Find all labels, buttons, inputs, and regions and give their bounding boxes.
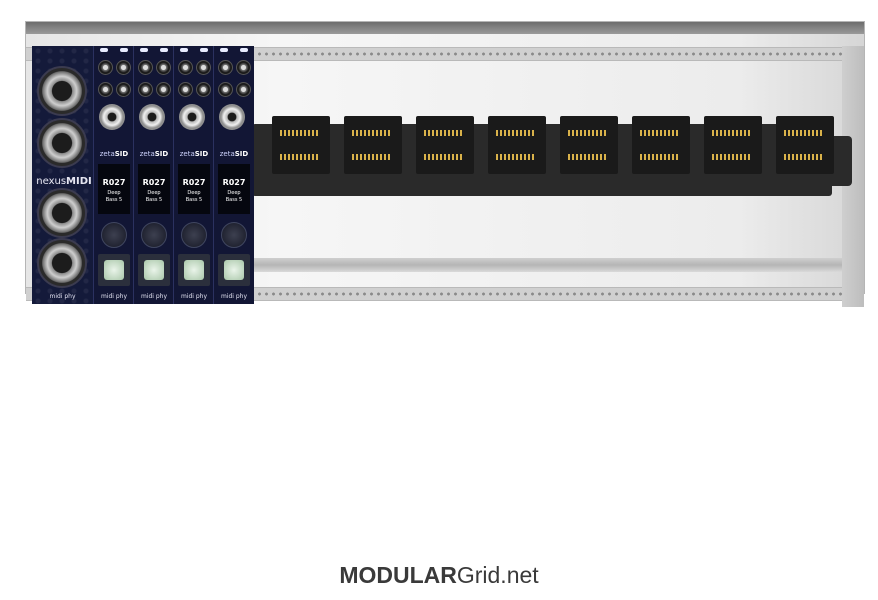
power-bus-board xyxy=(252,116,852,196)
led-icon xyxy=(100,48,108,52)
trimmer-knob[interactable] xyxy=(218,82,233,97)
bus-connector xyxy=(272,116,330,174)
patch-name-line1: Deep xyxy=(187,190,201,196)
bus-connector xyxy=(416,116,474,174)
rail-bar xyxy=(252,258,852,272)
led-icon xyxy=(120,48,128,52)
maker-label: midi phy xyxy=(140,293,168,300)
case-interior: nexusMIDI midi phy zetaSID R027 Deep Bas… xyxy=(26,34,864,307)
trimmer-knob[interactable] xyxy=(196,60,211,75)
patch-name-line2: Bass 5 xyxy=(105,197,123,203)
patch-number: R027 xyxy=(222,178,246,187)
bus-connector xyxy=(704,116,762,174)
module-zetasid[interactable]: zetaSID R027 Deep Bass 5 midi phy xyxy=(173,46,214,304)
led-icon xyxy=(220,48,228,52)
patch-name-line1: Deep xyxy=(147,190,161,196)
modulargrid-logo: MODULARGrid.net xyxy=(339,562,539,588)
midi-jack-icon[interactable] xyxy=(37,238,87,288)
audio-jack-icon[interactable] xyxy=(219,104,245,130)
push-button[interactable] xyxy=(98,254,130,286)
bus-connector xyxy=(632,116,690,174)
push-button[interactable] xyxy=(218,254,250,286)
bus-board-tab xyxy=(830,136,852,186)
module-nexusmidi[interactable]: nexusMIDI midi phy xyxy=(32,46,93,304)
oled-display: R027 Deep Bass 5 xyxy=(218,164,250,214)
midi-jack-icon[interactable] xyxy=(37,66,87,116)
patch-number: R027 xyxy=(102,178,126,187)
trimmer-knob[interactable] xyxy=(196,82,211,97)
led-icon xyxy=(200,48,208,52)
maker-label: midi phy xyxy=(180,293,208,300)
trimmer-knob[interactable] xyxy=(236,82,251,97)
module-name: zetaSID xyxy=(99,150,129,158)
led-icon xyxy=(160,48,168,52)
audio-jack-icon[interactable] xyxy=(99,104,125,130)
patch-name-line1: Deep xyxy=(227,190,241,196)
trimmer-knob[interactable] xyxy=(218,60,233,75)
patch-number: R027 xyxy=(142,178,166,187)
trimmer-knob[interactable] xyxy=(178,82,193,97)
maker-label: midi phy xyxy=(100,293,128,300)
trimmer-knob[interactable] xyxy=(236,60,251,75)
trimmer-knob[interactable] xyxy=(156,82,171,97)
bus-connector xyxy=(560,116,618,174)
trimmer-knob[interactable] xyxy=(116,82,131,97)
module-zetasid[interactable]: zetaSID R027 Deep Bass 5 midi phy xyxy=(93,46,134,304)
maker-label: midi phy xyxy=(49,293,76,300)
led-icon xyxy=(140,48,148,52)
module-zetasid[interactable]: zetaSID R027 Deep Bass 5 midi phy xyxy=(133,46,174,304)
encoder-knob[interactable] xyxy=(181,222,207,248)
push-button[interactable] xyxy=(138,254,170,286)
module-name: zetaSID xyxy=(139,150,169,158)
eurorack-case: nexusMIDI midi phy zetaSID R027 Deep Bas… xyxy=(25,21,865,307)
case-side-panel xyxy=(842,46,864,307)
audio-jack-icon[interactable] xyxy=(179,104,205,130)
audio-jack-icon[interactable] xyxy=(139,104,165,130)
bus-connector xyxy=(488,116,546,174)
trimmer-knob[interactable] xyxy=(138,60,153,75)
case-top-edge xyxy=(26,22,864,34)
bus-connector xyxy=(776,116,834,174)
module-zetasid[interactable]: zetaSID R027 Deep Bass 5 midi phy xyxy=(213,46,254,304)
bus-connector xyxy=(344,116,402,174)
led-icon xyxy=(240,48,248,52)
trimmer-knob[interactable] xyxy=(98,60,113,75)
oled-display: R027 Deep Bass 5 xyxy=(178,164,210,214)
midi-jack-icon[interactable] xyxy=(37,118,87,168)
patch-name-line2: Bass 5 xyxy=(225,197,243,203)
midi-jack-icon[interactable] xyxy=(37,188,87,238)
trimmer-knob[interactable] xyxy=(116,60,131,75)
module-name: nexusMIDI xyxy=(36,176,92,187)
patch-name-line1: Deep xyxy=(107,190,121,196)
oled-display: R027 Deep Bass 5 xyxy=(98,164,130,214)
led-icon xyxy=(180,48,188,52)
patch-name-line2: Bass 5 xyxy=(145,197,163,203)
module-name: zetaSID xyxy=(219,150,249,158)
encoder-knob[interactable] xyxy=(141,222,167,248)
patch-name-line2: Bass 5 xyxy=(185,197,203,203)
maker-label: midi phy xyxy=(220,293,248,300)
patch-number: R027 xyxy=(182,178,206,187)
trimmer-knob[interactable] xyxy=(178,60,193,75)
encoder-knob[interactable] xyxy=(221,222,247,248)
trimmer-knob[interactable] xyxy=(138,82,153,97)
oled-display: R027 Deep Bass 5 xyxy=(138,164,170,214)
trimmer-knob[interactable] xyxy=(156,60,171,75)
encoder-knob[interactable] xyxy=(101,222,127,248)
module-name: zetaSID xyxy=(179,150,209,158)
push-button[interactable] xyxy=(178,254,210,286)
trimmer-knob[interactable] xyxy=(98,82,113,97)
